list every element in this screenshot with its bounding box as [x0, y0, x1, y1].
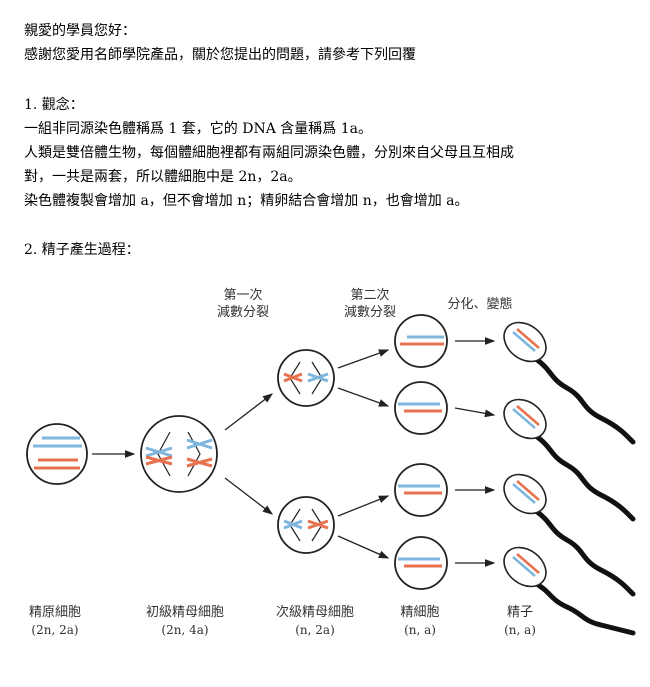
- differentiation-label: 分化、變態: [447, 296, 512, 312]
- cell-name-secondary-spermatocyte: 次級精母細胞: [276, 604, 354, 620]
- cell-name-sperm: 精子: [507, 605, 533, 620]
- cell-ploidy-spermatid: (n, a): [404, 623, 436, 637]
- concept-line-2: 人類是雙倍體生物，每個體細胞裡都有兩組同源染色體，分別來自父母且互相成: [24, 145, 514, 161]
- intro-line: 感謝您愛用名師學院產品，關於您提出的問題，請參考下列回覆: [24, 47, 416, 63]
- cell-name-spermatogonium: 精原細胞: [29, 605, 81, 620]
- concept-line-4: 染色體複製會增加 a，但不會增加 n；精卵結合會增加 n，也會增加 a。: [24, 193, 469, 209]
- sperm-2: [503, 398, 636, 522]
- cell-ploidy-primary-spermatocyte: (2n, 4a): [161, 623, 208, 637]
- sperm-3: [503, 473, 636, 597]
- concept-line-3: 對，一共是兩套，所以體細胞中是 2n，2a。: [24, 169, 302, 185]
- cell-ploidy-sperm: (n, a): [504, 623, 536, 637]
- spermatid-cell-4: [394, 536, 448, 590]
- concept-line-1: 一組非同源染色體稱爲 1 套，它的 DNA 含量稱爲 1a。: [24, 121, 372, 137]
- spermatid-cell-3: [394, 463, 448, 517]
- meiosis2-label-line2: 減數分裂: [344, 304, 396, 320]
- sperm-1: [503, 321, 636, 445]
- cell-ploidy-secondary-spermatocyte: (n, 2a): [295, 623, 335, 637]
- section1-heading: 1. 觀念：: [24, 97, 84, 113]
- secondary-spermatocyte-bottom: [277, 496, 335, 554]
- meiosis1-label-line2: 減數分裂: [217, 304, 269, 320]
- section2-heading: 2. 精子產生過程：: [24, 242, 140, 258]
- spermatogonium-cell: [26, 423, 88, 485]
- greeting: 親愛的學員您好：: [24, 23, 136, 39]
- cell-name-spermatid: 精細胞: [400, 605, 439, 620]
- secondary-spermatocyte-top: [277, 349, 335, 407]
- spermatogenesis-diagram: 第一次 減數分裂 第二次 減數分裂 分化、變態: [26, 287, 636, 637]
- sperm-4: [503, 546, 636, 636]
- spermatid-cell-1: [394, 314, 448, 368]
- meiosis1-label-line1: 第一次: [223, 287, 262, 303]
- primary-spermatocyte-cell: [140, 415, 218, 493]
- meiosis2-label-line1: 第二次: [350, 287, 389, 303]
- cell-ploidy-spermatogonium: (2n, 2a): [31, 623, 78, 637]
- cell-name-primary-spermatocyte: 初級精母細胞: [146, 605, 224, 620]
- spermatid-cell-2: [394, 381, 448, 435]
- process-arrows: [92, 337, 496, 567]
